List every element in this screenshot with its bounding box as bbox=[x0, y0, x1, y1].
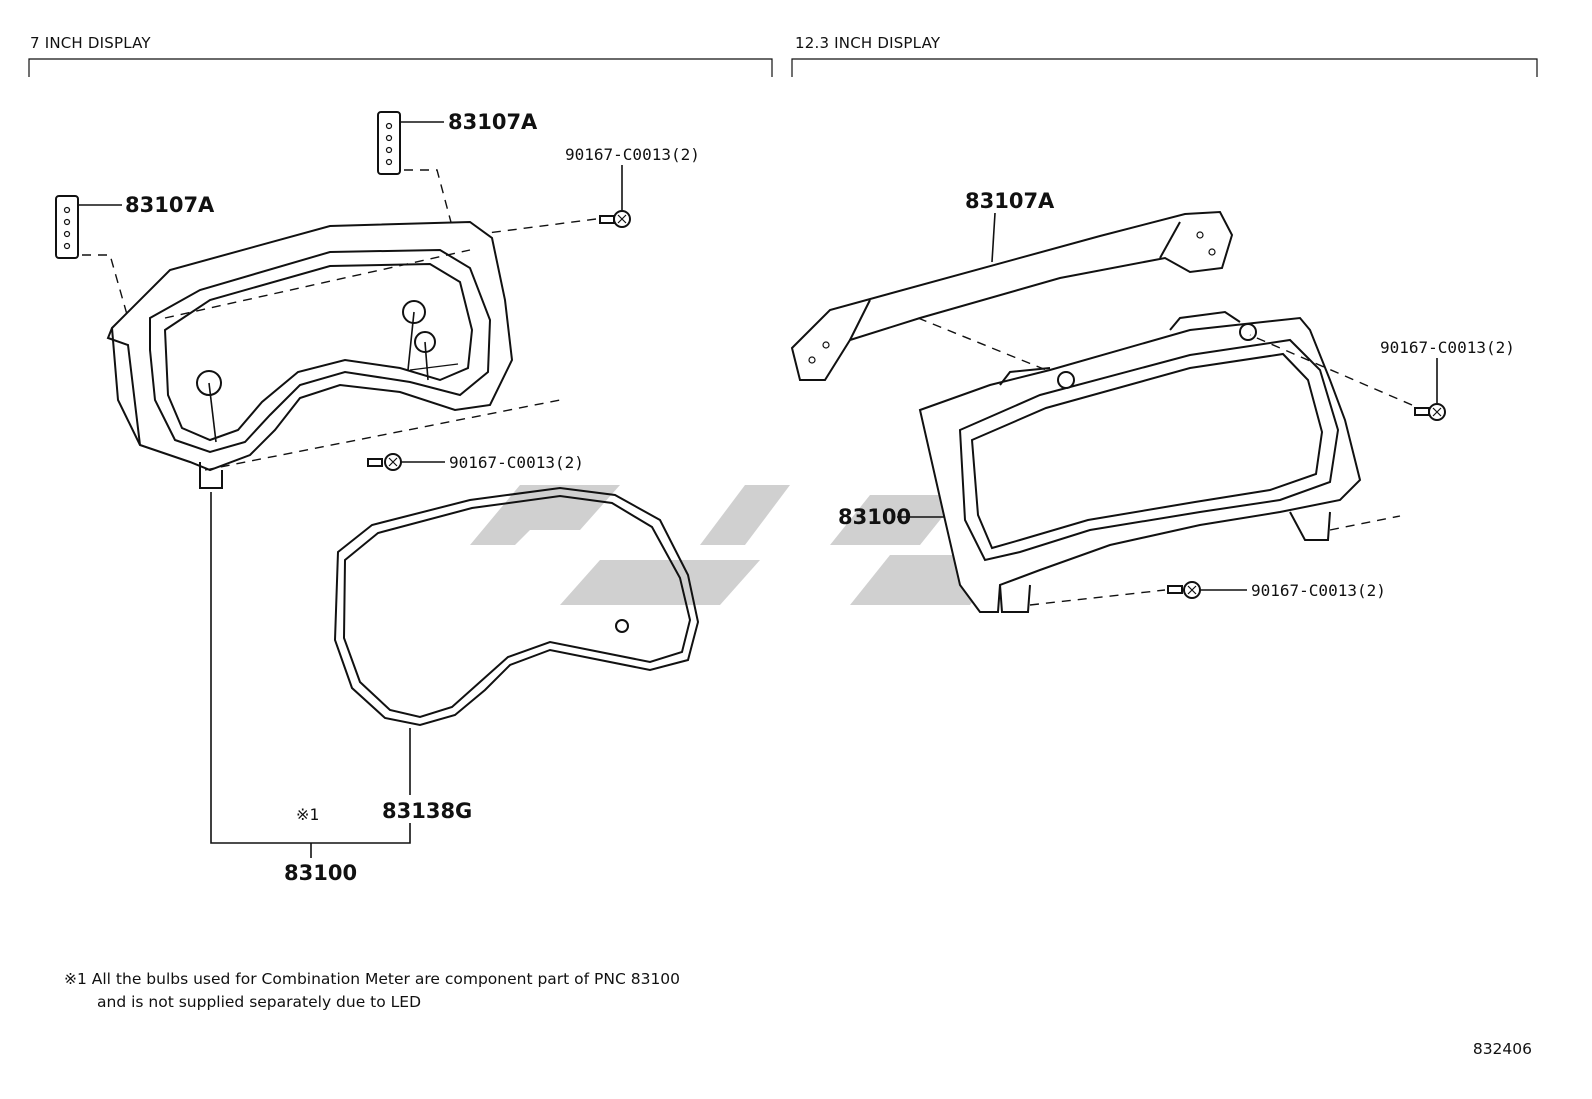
diagram-id: 832406 bbox=[1472, 1040, 1532, 1058]
callout-assembly-left: 83100 bbox=[284, 861, 357, 885]
section-bracket-left bbox=[28, 58, 773, 77]
dash-screw-bottom-right bbox=[1029, 515, 1401, 606]
callout-bracket-top: 83107A bbox=[448, 110, 538, 134]
bracket-83107a-right bbox=[790, 210, 1234, 381]
dash-bracket-left bbox=[82, 254, 129, 319]
screw-icon-top-left bbox=[599, 210, 631, 228]
callout-screw-top-right: 90167-C0013(2) bbox=[1380, 338, 1515, 357]
dash-bracket-top bbox=[404, 169, 453, 227]
bracket-83107a-top bbox=[377, 111, 401, 175]
callout-assembly-right: 83100 bbox=[838, 505, 911, 529]
bracket-83107a-left bbox=[55, 195, 79, 259]
callout-bracket-left: 83107A bbox=[125, 193, 215, 217]
callout-screw-bottom-right: 90167-C0013(2) bbox=[1251, 581, 1386, 600]
footnote: ※1 All the bulbs used for Combination Me… bbox=[64, 968, 680, 1014]
dash-screw-top-right bbox=[1249, 334, 1413, 406]
dash-screw-top-left bbox=[479, 218, 597, 235]
group-bracket-83100 bbox=[210, 492, 411, 844]
dash-meter-top bbox=[164, 249, 471, 319]
screw-icon-bottom-right bbox=[1167, 581, 1201, 599]
section-title-7-inch: 7 INCH DISPLAY bbox=[30, 34, 151, 52]
screw-icon-top-right bbox=[1414, 403, 1446, 421]
footnote-line-2: and is not supplied separately due to LE… bbox=[97, 993, 422, 1011]
callout-bracket-right: 83107A bbox=[965, 189, 1055, 213]
leader-bracket-right bbox=[991, 212, 996, 263]
section-title-12-3-inch: 12.3 INCH DISPLAY bbox=[795, 34, 941, 52]
footnote-line-1: ※1 All the bulbs used for Combination Me… bbox=[64, 970, 681, 988]
screw-icon-bottom-left bbox=[367, 453, 402, 471]
section-bracket-right bbox=[791, 58, 1538, 77]
combination-meter-7-inch bbox=[106, 220, 514, 489]
callout-lens: 83138G bbox=[382, 799, 472, 823]
combination-meter-12-3-inch bbox=[918, 310, 1362, 613]
callout-screw-bottom-left: 90167-C0013(2) bbox=[449, 453, 584, 472]
callout-screw-top-left: 90167-C0013(2) bbox=[565, 145, 700, 164]
dash-meter-bottom bbox=[204, 399, 561, 471]
meter-lens-83138g bbox=[333, 486, 700, 727]
callout-note-mark: ※1 bbox=[296, 805, 319, 824]
